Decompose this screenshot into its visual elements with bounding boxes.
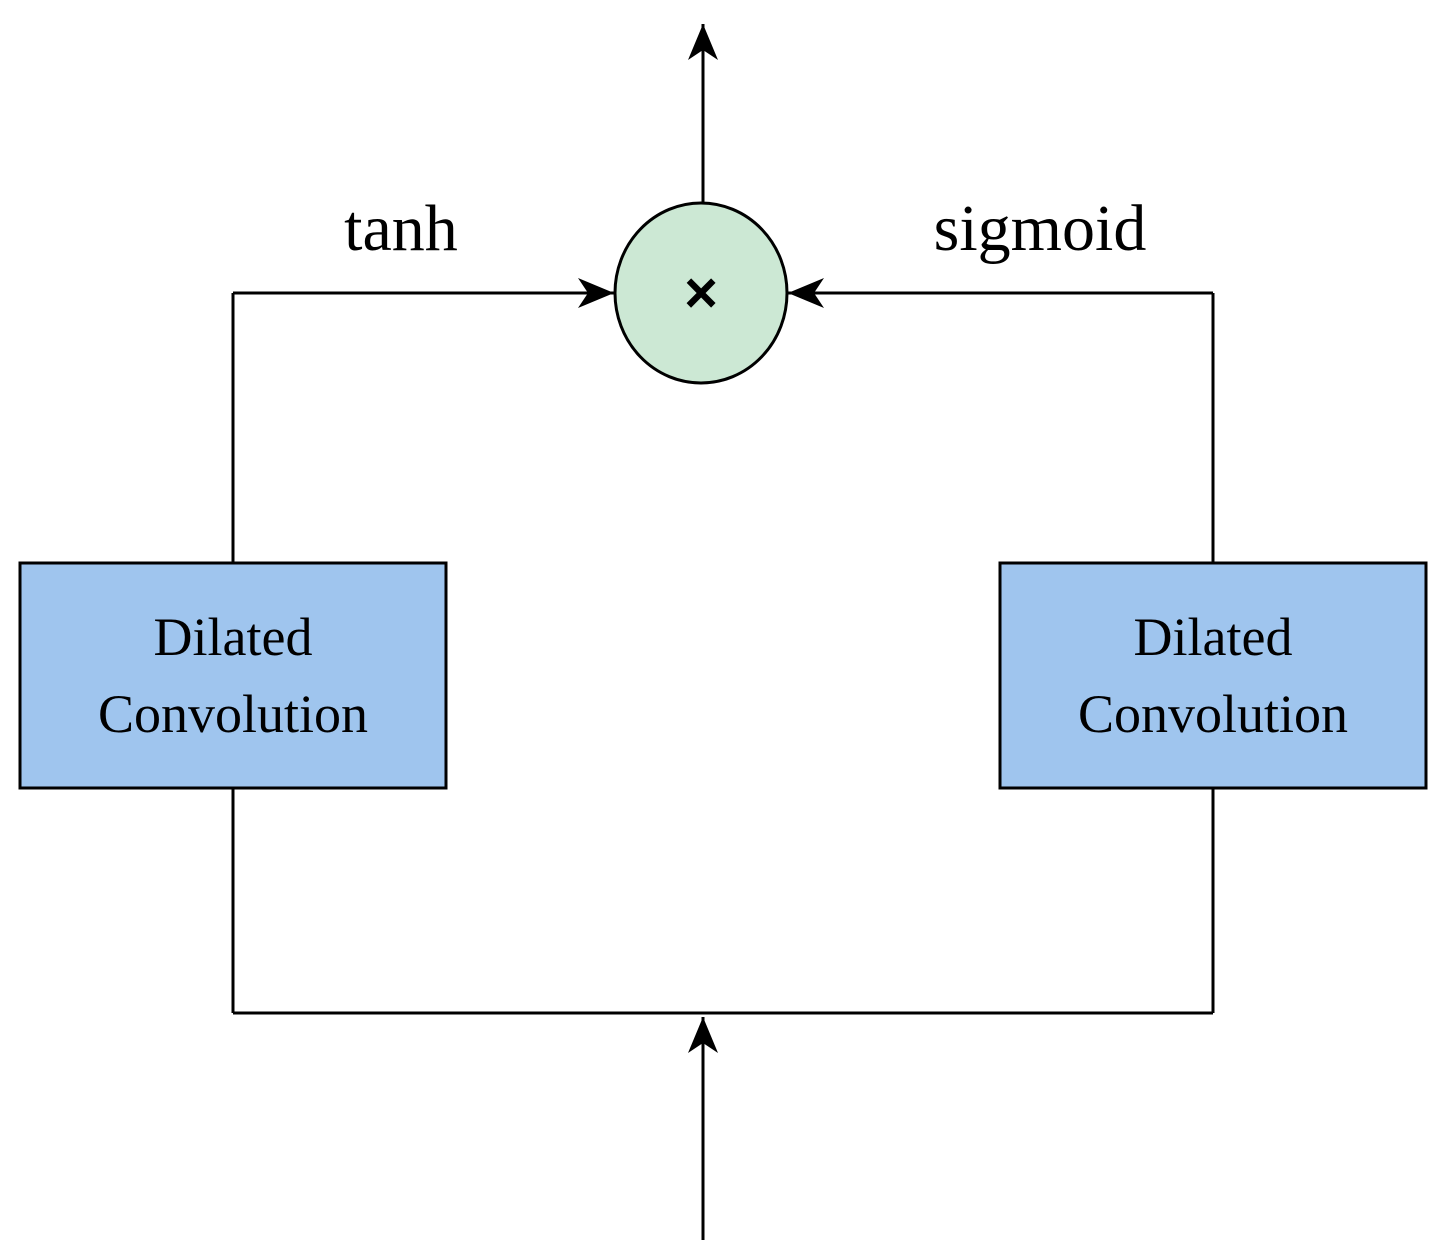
left-block-label-line1: Dilated [154, 607, 313, 667]
right-block-label-line1: Dilated [1134, 607, 1293, 667]
tanh-label: tanh [344, 192, 458, 265]
left-dilated-convolution-block: Dilated Convolution [18, 561, 448, 790]
sigmoid-label: sigmoid [934, 192, 1147, 265]
right-block-box [998, 561, 1428, 790]
right-block-label-line2: Convolution [1078, 684, 1348, 744]
right-dilated-convolution-block: Dilated Convolution [998, 561, 1428, 790]
multiply-node-circle [613, 201, 789, 385]
left-block-box [18, 561, 448, 790]
multiply-symbol: × [684, 261, 718, 326]
left-block-label-line2: Convolution [98, 684, 368, 744]
multiply-node: × [613, 201, 789, 385]
